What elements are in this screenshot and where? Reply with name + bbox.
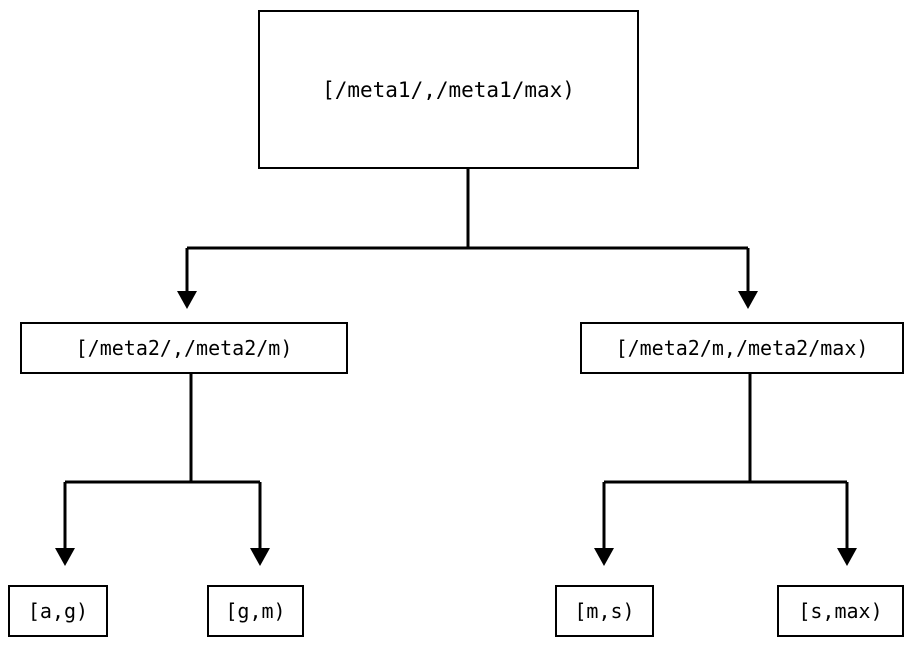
arrowhead-to-leaf3-icon (594, 548, 614, 566)
arrowhead-to-leaf2-icon (250, 548, 270, 566)
node-mid-right[interactable]: [/meta2/m,/meta2/max) (580, 322, 904, 374)
arrowhead-to-mid-left-icon (177, 291, 197, 309)
arrowhead-to-mid-right-icon (738, 291, 758, 309)
arrowhead-to-leaf1-icon (55, 548, 75, 566)
node-leaf-4[interactable]: [s,max) (777, 585, 904, 637)
node-leaf-2[interactable]: [g,m) (207, 585, 304, 637)
node-leaf-1[interactable]: [a,g) (8, 585, 108, 637)
node-leaf-3[interactable]: [m,s) (555, 585, 654, 637)
node-root[interactable]: [/meta1/,/meta1/max) (258, 10, 639, 169)
arrowhead-to-leaf4-icon (837, 548, 857, 566)
node-mid-left[interactable]: [/meta2/,/meta2/m) (20, 322, 348, 374)
